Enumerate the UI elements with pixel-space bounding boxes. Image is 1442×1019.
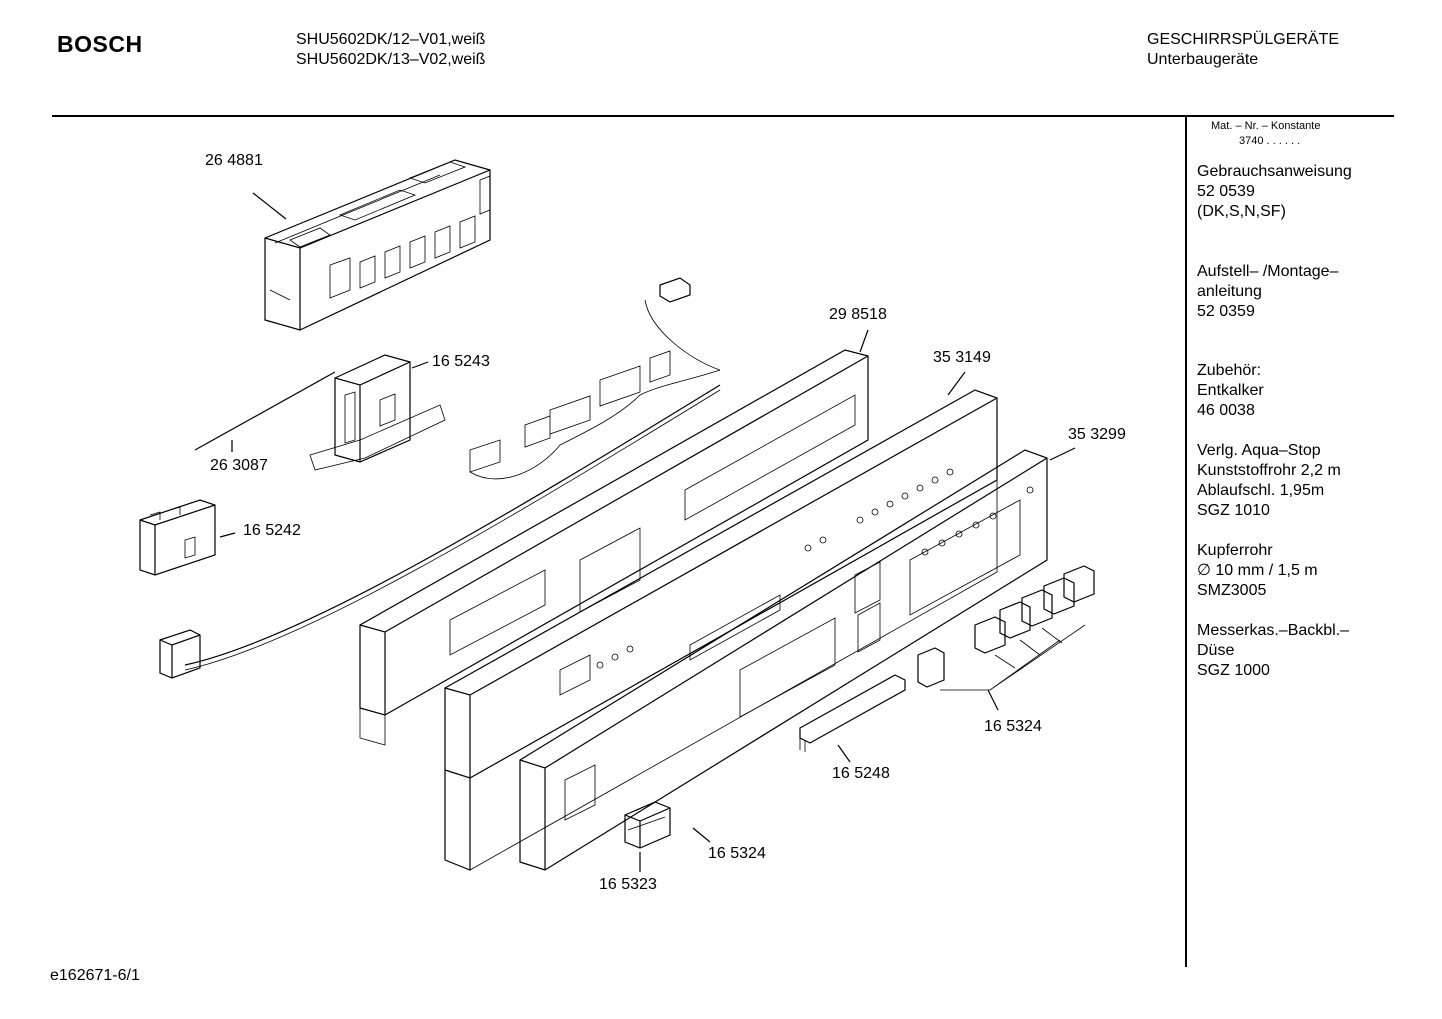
sidebar-text: Düse (1197, 642, 1235, 659)
part-number-label: 16 5243 (432, 353, 490, 370)
sidebar-text: (DK,S,N,SF) (1197, 203, 1286, 220)
sidebar-text: Zubehör: (1197, 362, 1262, 379)
sidebar-text: ∅ 10 mm / 1,5 m (1197, 562, 1318, 579)
control-module-drawing (264, 159, 491, 331)
leader-lines (219, 192, 1076, 872)
part-number-label: 26 4881 (205, 152, 263, 169)
sidebar-text: anleitung (1197, 283, 1262, 300)
sidebar-block-manual: Gebrauchsanweisung 52 0539 (DK,S,N,SF) (1197, 162, 1352, 222)
sidebar-text: SMZ3005 (1197, 582, 1267, 599)
cable-harness-drawing (159, 277, 721, 679)
category-title: GESCHIRRSPÜLGERÄTE (1147, 31, 1340, 48)
sidebar-text: 52 0359 (1197, 303, 1255, 320)
sidebar-text: Gebrauchsanweisung (1197, 163, 1352, 180)
sidebar-block-copper-pipe: Kupferrohr ∅ 10 mm / 1,5 m SMZ3005 (1197, 541, 1318, 601)
panel-drawing (444, 389, 998, 871)
sidebar-divider (1185, 117, 1187, 967)
sidebar-text: Kupferrohr (1197, 542, 1273, 559)
part-number-label: 16 5323 (599, 876, 657, 893)
sidebar-text: 46 0038 (1197, 402, 1255, 419)
sidebar-text: 52 0539 (1197, 183, 1255, 200)
rod-drawing (194, 371, 336, 451)
part-number-label: 16 5242 (243, 522, 301, 539)
push-buttons-drawing (917, 565, 1095, 691)
sidebar-text: Messerkas.–Backbl.– (1197, 622, 1350, 639)
front-cover-drawing (519, 449, 1048, 871)
sidebar-text: Kunststoffrohr 2,2 m (1197, 462, 1341, 479)
constant-value: 3740 . . . . . . (1239, 135, 1301, 147)
model-line-1: SHU5602DK/12–V01,weiß (296, 31, 486, 48)
brand-logo: BOSCH (57, 31, 143, 57)
sidebar-block-accessories: Zubehör: Entkalker 46 0038 (1197, 361, 1264, 421)
part-number-label: 26 3087 (210, 457, 268, 474)
constant-label: Mat. – Nr. – Konstante (1211, 120, 1321, 132)
light-guide-drawing (799, 674, 906, 752)
sidebar-text: SGZ 1010 (1197, 502, 1270, 519)
part-number-label: 35 3299 (1068, 426, 1126, 443)
part-number-label: 35 3149 (933, 349, 991, 366)
switch-drawing (139, 499, 216, 576)
sidebar-text: Verlg. Aqua–Stop (1197, 442, 1321, 459)
model-line-2: SHU5602DK/13–V02,weiß (296, 51, 486, 68)
sidebar-text: SGZ 1000 (1197, 662, 1270, 679)
frame-drawing (359, 349, 869, 746)
sidebar-block-installation: Aufstell– /Montage– anleitung 52 0359 (1197, 262, 1338, 322)
part-number-label: 29 8518 (829, 306, 887, 323)
sidebar-text: Aufstell– /Montage– (1197, 263, 1339, 280)
sidebar-block-aquastop: Verlg. Aqua–Stop Kunststoffrohr 2,2 m Ab… (1197, 441, 1341, 521)
part-number-label: 16 5248 (832, 765, 890, 782)
sidebar-block-nozzle: Messerkas.–Backbl.– Düse SGZ 1000 (1197, 621, 1349, 681)
sidebar-text: Entkalker (1197, 382, 1264, 399)
bracket-drawing (309, 354, 446, 471)
sidebar-text: Ablaufschl. 1,95m (1197, 482, 1325, 499)
part-number-label: 16 5324 (708, 845, 766, 862)
category-subtitle: Unterbaugeräte (1147, 51, 1259, 68)
part-number-label: 16 5324 (984, 718, 1042, 735)
knob-drawing (624, 801, 671, 849)
header-divider (52, 115, 1394, 117)
drawing-code: e162671-6/1 (50, 967, 140, 984)
